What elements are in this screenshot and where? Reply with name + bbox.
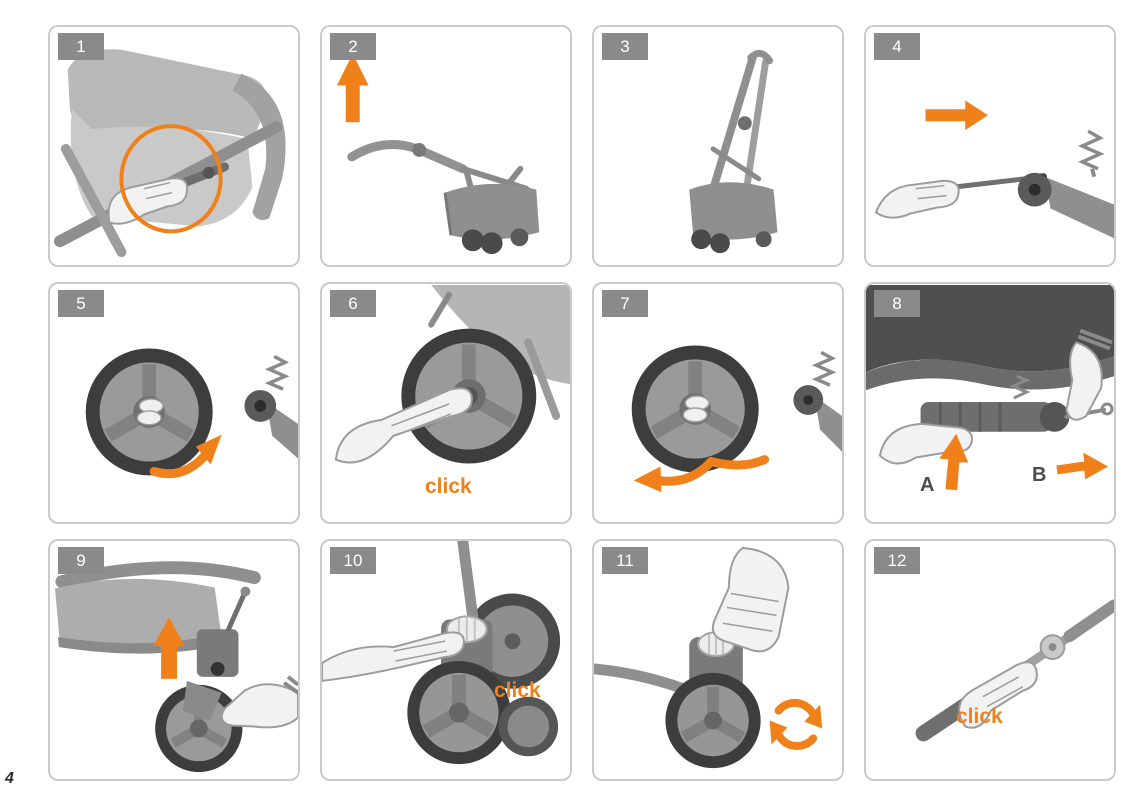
attach-rear-wheel-illustration <box>85 348 298 479</box>
step-panel-12: 12 click <box>864 539 1116 781</box>
remove-rear-wheel-illustration <box>631 345 842 493</box>
step-panel-8: 8 A B <box>864 282 1116 524</box>
hand <box>334 387 473 464</box>
hand <box>958 661 1038 729</box>
page-number: 4 <box>5 770 14 787</box>
up-arrow-icon <box>153 617 185 679</box>
right-arrow-b-icon <box>1056 452 1109 480</box>
rotate-swivel-lock-illustration <box>594 546 823 769</box>
step-number-badge: 3 <box>602 33 648 60</box>
press-swivel-lock-illustration <box>322 541 561 765</box>
step-panel-5: 5 <box>48 282 300 524</box>
click-caption: click <box>425 475 472 498</box>
label-b: B <box>1032 464 1047 486</box>
step-panel-4: 4 <box>864 25 1116 267</box>
release-pin-illustration <box>866 284 1114 491</box>
step-panel-6: 6 click <box>320 282 572 524</box>
step-panel-1: 1 <box>48 25 300 267</box>
spring <box>264 354 290 391</box>
step-panel-3: 3 <box>592 25 844 267</box>
right-arrow-icon <box>925 100 989 131</box>
step-panel-7: 7 <box>592 282 844 524</box>
step-panel-2: 2 <box>320 25 572 267</box>
step-number-badge: 11 <box>602 547 648 574</box>
press-wheel-until-click-illustration <box>334 284 570 464</box>
step-number-badge: 4 <box>874 33 920 60</box>
step-panel-11: 11 <box>592 539 844 781</box>
spring <box>1077 129 1105 171</box>
step-panel-10: 10 <box>320 539 572 781</box>
stroller-folded-upright-illustration <box>689 50 778 254</box>
step-number-badge: 12 <box>874 547 920 574</box>
rotate-arrow-icon <box>773 728 818 751</box>
up-arrow-a-icon <box>939 433 969 491</box>
hand <box>878 422 974 465</box>
press-fold-release-latch-illustration <box>53 49 286 258</box>
step-number-badge: 6 <box>330 290 376 317</box>
step-number-badge: 5 <box>58 290 104 317</box>
curved-arrow-head <box>195 434 222 465</box>
spring <box>811 350 837 387</box>
curved-arrow-head <box>633 466 662 493</box>
attach-handlebar-illustration <box>915 599 1114 742</box>
steps-grid: 1 2 <box>48 25 1116 781</box>
curved-arrow-icon <box>149 449 212 479</box>
rotate-arrow-icon <box>774 698 819 721</box>
up-arrow-icon <box>336 53 369 123</box>
step-number-badge: 2 <box>330 33 376 60</box>
hand <box>874 179 960 219</box>
label-a: A <box>920 474 935 496</box>
step-number-badge: 8 <box>874 290 920 317</box>
watch <box>1077 328 1113 351</box>
lift-handle-illustration <box>336 53 540 255</box>
click-caption: click <box>494 679 541 702</box>
insert-axle-pin-illustration <box>874 100 1114 239</box>
spring <box>1009 374 1031 400</box>
step-panel-9: 9 <box>48 539 300 781</box>
click-caption: click <box>956 705 1003 728</box>
step-number-badge: 7 <box>602 290 648 317</box>
step-number-badge: 9 <box>58 547 104 574</box>
step-number-badge: 10 <box>330 547 376 574</box>
highlight-circle-icon <box>119 124 223 234</box>
attach-front-wheel-illustration <box>54 561 298 773</box>
hand <box>711 546 790 653</box>
hand <box>1065 341 1103 421</box>
hand <box>220 683 298 729</box>
step-number-badge: 1 <box>58 33 104 60</box>
watch <box>282 675 298 695</box>
